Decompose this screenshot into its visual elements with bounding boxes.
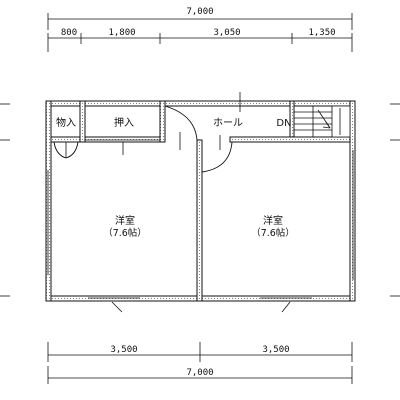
wall-closet-right [159,100,166,143]
room-area-western-left: （7.6帖） [103,227,147,239]
door-swing [164,105,198,141]
room-label-western-left: 洋室 [115,214,135,227]
room-area-western-right: （7.6帖） [251,227,295,239]
left-room-door [164,105,198,150]
window-mark [111,301,123,313]
top-segment-dimension: 1,800 [108,28,135,38]
wall-left [45,100,52,302]
wall-stair-left [289,100,295,138]
bottom-total-dimension: 7,000 [186,368,213,378]
bottom-segment-dimension: 3,500 [262,345,289,355]
room-label-storage: 物入 [56,116,76,129]
top-segment-dimension: 3,050 [213,28,240,38]
stair-landing [331,105,351,138]
bottom-segment-dimension: 3,500 [110,345,137,355]
bottom-dimension-group: 3,500 3,500 7,000 [47,342,353,384]
top-segment-dimension: 1,350 [308,28,335,38]
door-swing [201,141,233,173]
stair-arrow-head [325,121,331,129]
top-segment-dimension: 800 [61,28,77,38]
top-dimension-group: 7,000 800 1,800 3,050 1,350 [47,7,353,52]
storage-door [53,141,79,159]
stairs [294,105,351,138]
wall-right [349,100,356,302]
wall-closet-bottom [50,136,166,143]
room-label-stairs: DN [276,118,291,129]
door-swing [53,141,67,159]
wall-center [196,139,203,302]
door-swing [65,141,79,159]
side-marks [0,103,400,297]
windows [47,92,354,313]
window-mark [281,301,291,313]
closet-door [85,139,160,155]
stair-arrow-head [322,126,331,129]
room-label-western-right: 洋室 [263,214,283,227]
wall-hall-bottom [229,136,351,143]
room-label-hall: ホール [213,117,243,129]
room-label-closet: 押入 [114,116,134,129]
right-room-door [201,135,233,173]
wall-storage-closet [79,100,86,143]
interior-walls [50,100,351,302]
wall-top [45,100,356,107]
top-total-dimension: 7,000 [186,7,213,17]
